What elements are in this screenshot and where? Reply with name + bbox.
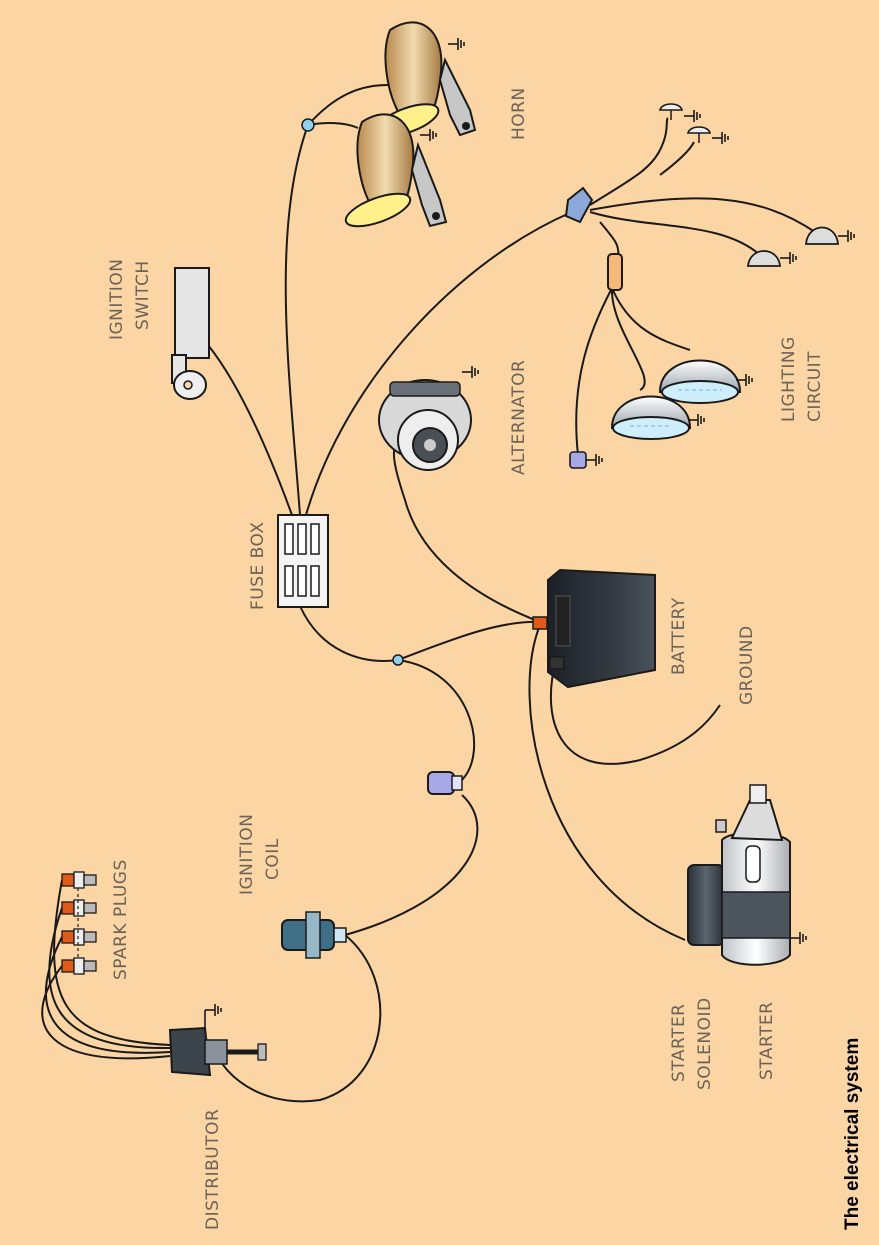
fuse-box: [278, 515, 328, 607]
small-lamp: [570, 452, 602, 468]
tail-lamp-1: [748, 251, 796, 266]
label-alternator: ALTERNATOR: [509, 360, 529, 475]
label-spark-plugs: SPARK PLUGS: [111, 859, 131, 980]
battery-negative-terminal: [550, 657, 564, 669]
spark-plugs: [62, 872, 96, 974]
starter-solenoid: [688, 865, 724, 945]
horn-lower: [342, 114, 446, 233]
tail-lamp-2: [806, 228, 854, 245]
label-distributor: DISTRIBUTOR: [203, 1109, 223, 1230]
label-starter-solenoid-line2: SOLENOID: [695, 997, 715, 1090]
label-lighting-line1: LIGHTING: [779, 336, 799, 422]
distributor: [170, 1004, 266, 1075]
junction-node: [393, 655, 403, 665]
starter-motor: [688, 785, 806, 965]
label-starter-solenoid-line1: STARTER: [669, 1004, 689, 1083]
wiring: [42, 85, 815, 1101]
label-ignition-switch-line2: SWITCH: [133, 260, 153, 330]
ignition-coil: [282, 912, 346, 958]
battery: [533, 570, 655, 687]
side-lamp-2: [688, 127, 728, 144]
battery-positive-terminal: [533, 617, 547, 629]
headlamp-upper: [660, 361, 752, 404]
ignition-switch: [172, 268, 209, 399]
label-horn: HORN: [509, 87, 529, 140]
label-starter: STARTER: [757, 1002, 777, 1081]
side-lamp-1: [660, 104, 700, 122]
connector-plug: [428, 772, 462, 794]
label-ignition-coil-line2: COIL: [263, 838, 283, 880]
horn-junction: [302, 119, 314, 131]
label-ignition-switch-line1: IGNITION: [107, 259, 127, 340]
label-battery: BATTERY: [669, 597, 689, 675]
label-ground: GROUND: [737, 625, 757, 705]
figure-caption: The electrical system: [842, 1038, 863, 1230]
label-ignition-coil-line1: IGNITION: [237, 814, 257, 895]
label-fuse-box: FUSE BOX: [248, 522, 268, 610]
label-lighting-line2: CIRCUIT: [805, 351, 825, 422]
